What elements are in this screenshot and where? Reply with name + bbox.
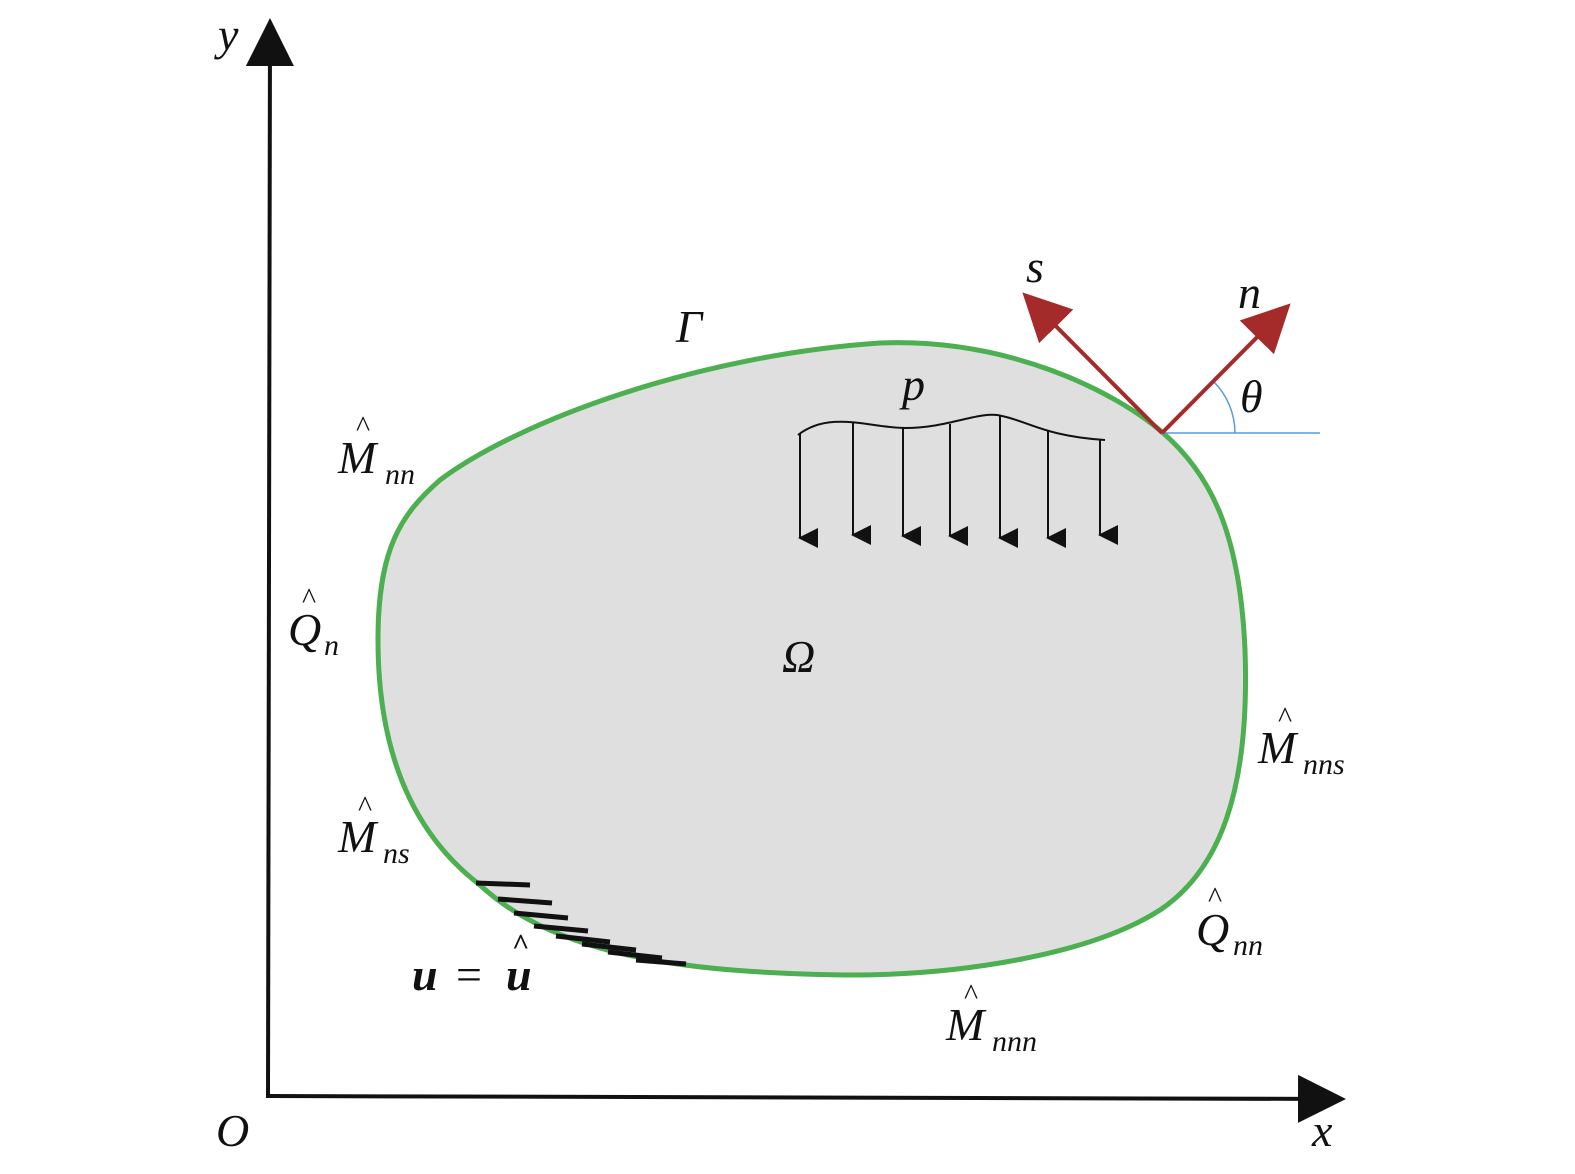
svg-text:=: = xyxy=(456,949,482,1000)
load-profile-curve xyxy=(797,413,1106,441)
bc-label-M-nn: ^ M nn xyxy=(337,410,415,491)
normal-label: n xyxy=(1238,267,1261,318)
svg-text:M: M xyxy=(945,999,987,1050)
svg-text:^: ^ xyxy=(964,978,978,1011)
distributed-load: p xyxy=(797,359,1118,548)
svg-text:^: ^ xyxy=(302,582,316,615)
theta-arc xyxy=(1212,380,1236,434)
x-axis xyxy=(265,1074,1346,1123)
bc-label-Q-n: ^ Q n xyxy=(288,582,339,662)
svg-text:^: ^ xyxy=(1208,881,1222,914)
svg-text:M: M xyxy=(1257,722,1299,773)
clamped-support-hatching xyxy=(475,880,687,967)
local-frame: s n θ xyxy=(1022,241,1320,435)
bc-label-M-nns: ^ M nns xyxy=(1257,701,1345,781)
origin-label: O xyxy=(216,1105,249,1156)
normal-arrow-n xyxy=(1160,303,1291,435)
svg-text:u: u xyxy=(506,949,532,1000)
tangent-arrow-s xyxy=(1022,292,1164,435)
plate-domain xyxy=(375,340,1249,978)
bc-label-Q-nn: ^ Q nn xyxy=(1196,881,1263,962)
x-axis-label: x xyxy=(1311,1105,1333,1156)
bc-label-M-ns: ^ M ns xyxy=(337,790,410,870)
svg-text:M: M xyxy=(337,432,379,483)
bc-label-M-nnn: ^ M nnn xyxy=(945,978,1037,1058)
svg-text:Q: Q xyxy=(288,604,321,655)
y-axis-label: y xyxy=(214,9,239,60)
domain-label: Ω xyxy=(782,631,815,682)
svg-text:^: ^ xyxy=(356,410,370,443)
svg-text:u: u xyxy=(412,949,438,1000)
svg-text:Q: Q xyxy=(1196,904,1229,955)
svg-text:nn: nn xyxy=(1233,929,1263,962)
svg-text:^: ^ xyxy=(1278,701,1292,734)
svg-text:ns: ns xyxy=(383,837,410,870)
svg-text:nn: nn xyxy=(385,458,415,491)
svg-text:n: n xyxy=(324,629,339,662)
svg-text:nnn: nnn xyxy=(992,1025,1037,1058)
svg-text:^: ^ xyxy=(512,928,529,961)
load-label: p xyxy=(899,359,925,410)
svg-text:nns: nns xyxy=(1303,748,1345,781)
svg-text:M: M xyxy=(337,811,379,862)
bc-label-displacement: u = ^ u xyxy=(412,928,532,1000)
tangent-label: s xyxy=(1026,241,1044,292)
svg-text:^: ^ xyxy=(358,790,372,823)
angle-label: θ xyxy=(1240,371,1263,422)
y-axis xyxy=(245,18,294,1097)
boundary-label: Γ xyxy=(675,301,704,352)
